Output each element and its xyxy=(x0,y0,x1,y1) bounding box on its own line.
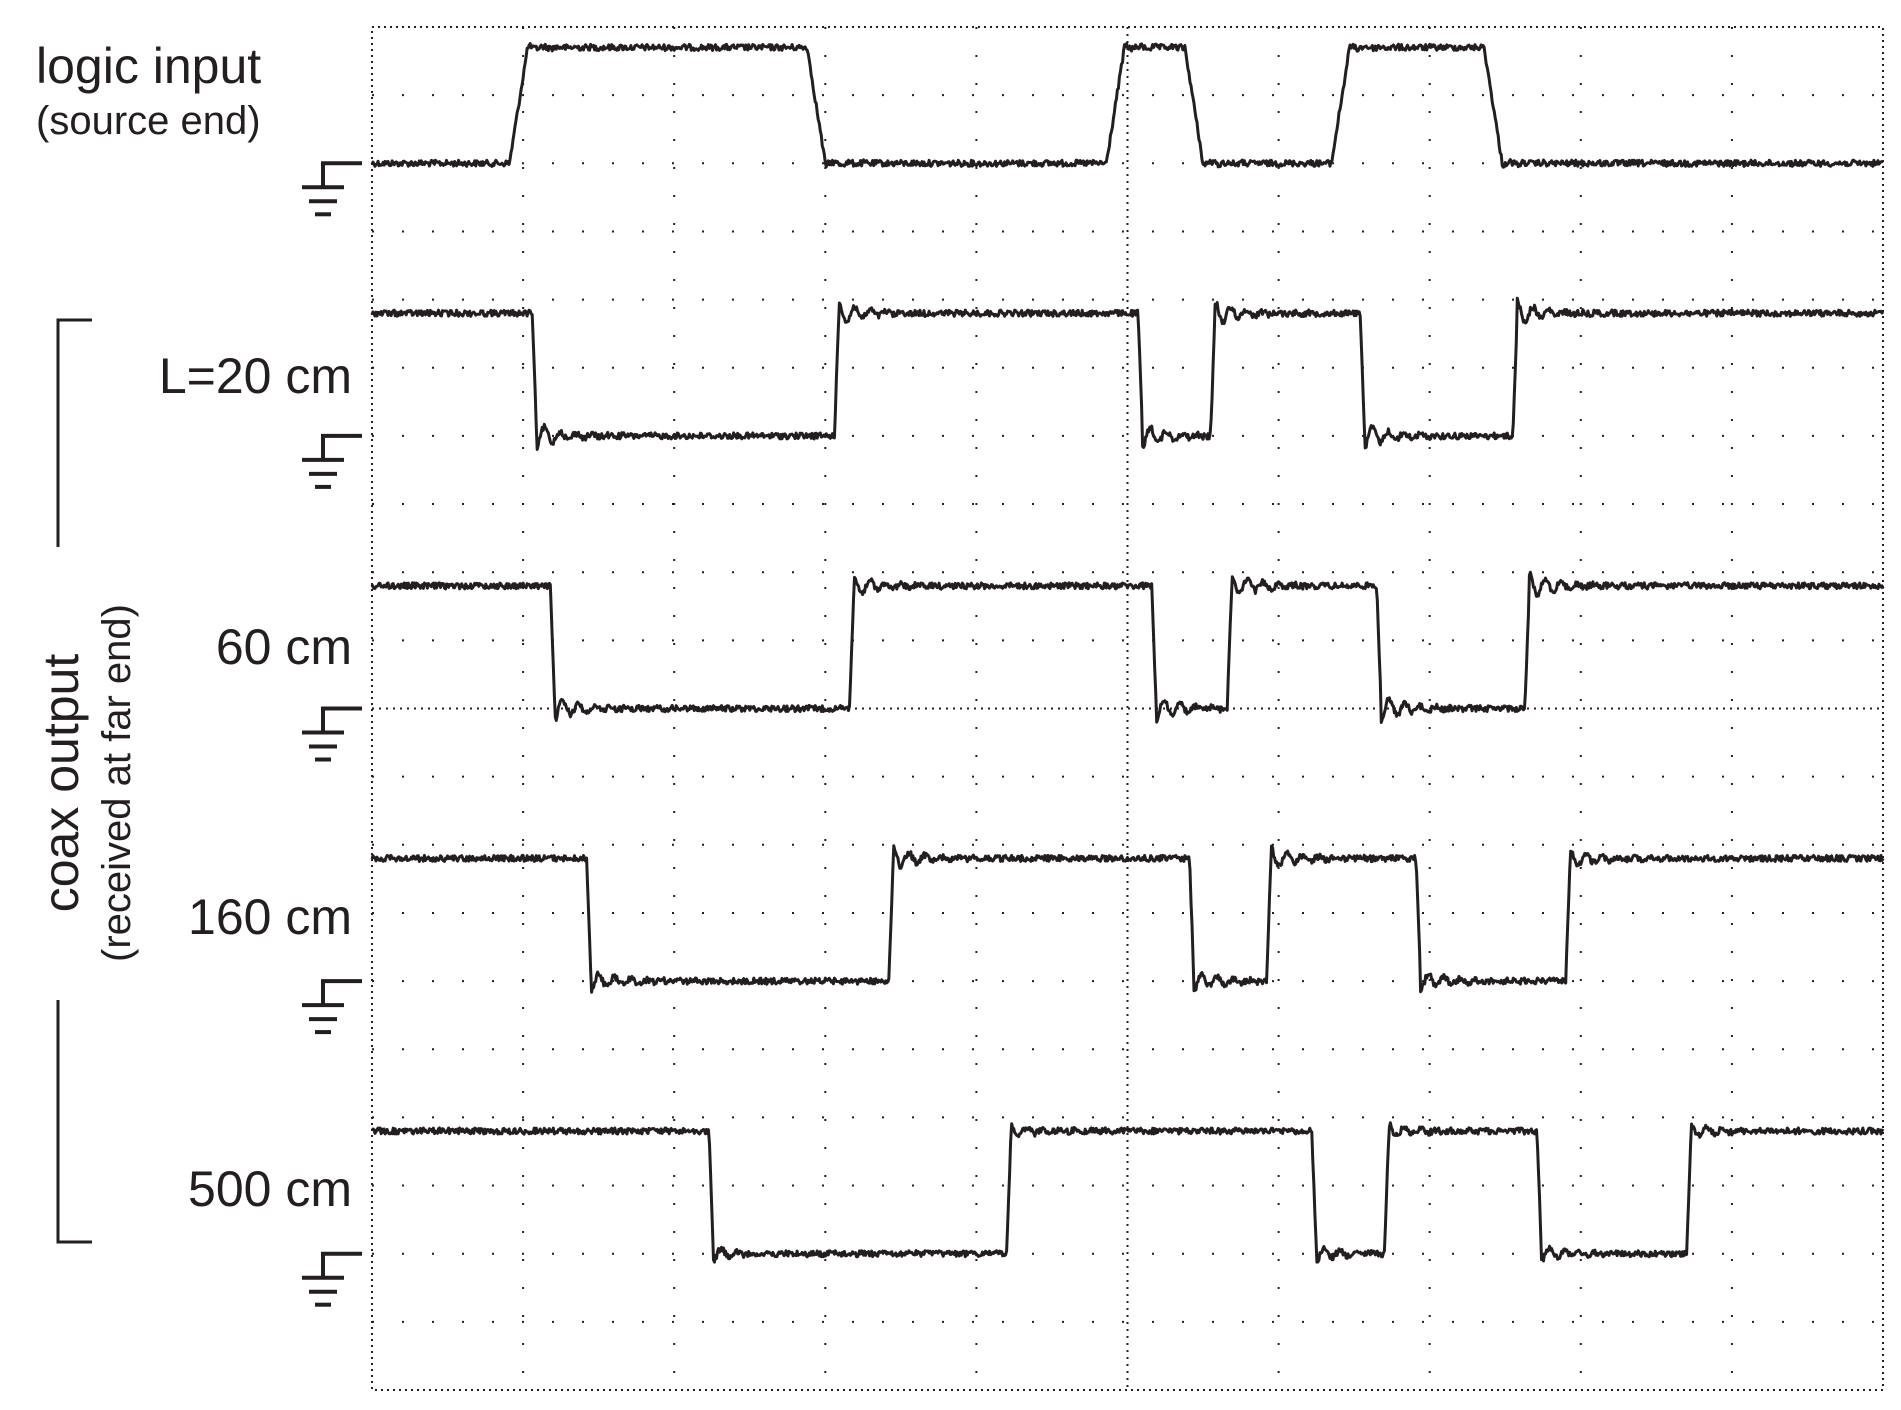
ground-markers xyxy=(302,161,362,1307)
trace-1 xyxy=(370,42,1884,169)
ground-icon-stem xyxy=(321,1251,362,1277)
ground-icon xyxy=(302,706,362,762)
bracket xyxy=(56,318,92,1244)
ground-icon xyxy=(302,161,362,217)
traces xyxy=(370,42,1885,1264)
bracket-top xyxy=(56,318,92,547)
trace-3 xyxy=(370,570,1885,724)
label-500cm: 500 cm xyxy=(188,1161,352,1217)
ground-icon xyxy=(302,1251,362,1307)
y-axis-label: coax output xyxy=(33,654,89,913)
ground-icon xyxy=(302,433,362,489)
ground-icon-stem xyxy=(321,161,362,187)
label-60cm: 60 cm xyxy=(216,619,352,675)
grid xyxy=(371,26,1884,1391)
label-logic-input: logic input xyxy=(36,38,261,94)
label-source-end: (source end) xyxy=(36,99,261,143)
ground-icon-stem xyxy=(321,979,362,1005)
ground-icon xyxy=(302,979,362,1035)
ground-icon-stem xyxy=(321,433,362,459)
trace-2 xyxy=(370,296,1885,451)
label-160cm: 160 cm xyxy=(188,889,352,945)
trace-4 xyxy=(370,844,1885,994)
y-axis-sublabel: (received at far end) xyxy=(95,604,139,962)
trace-5 xyxy=(370,1121,1885,1264)
label-20cm: L=20 cm xyxy=(159,348,352,404)
ground-icon-stem xyxy=(321,706,362,732)
bracket-bottom xyxy=(56,1000,92,1244)
